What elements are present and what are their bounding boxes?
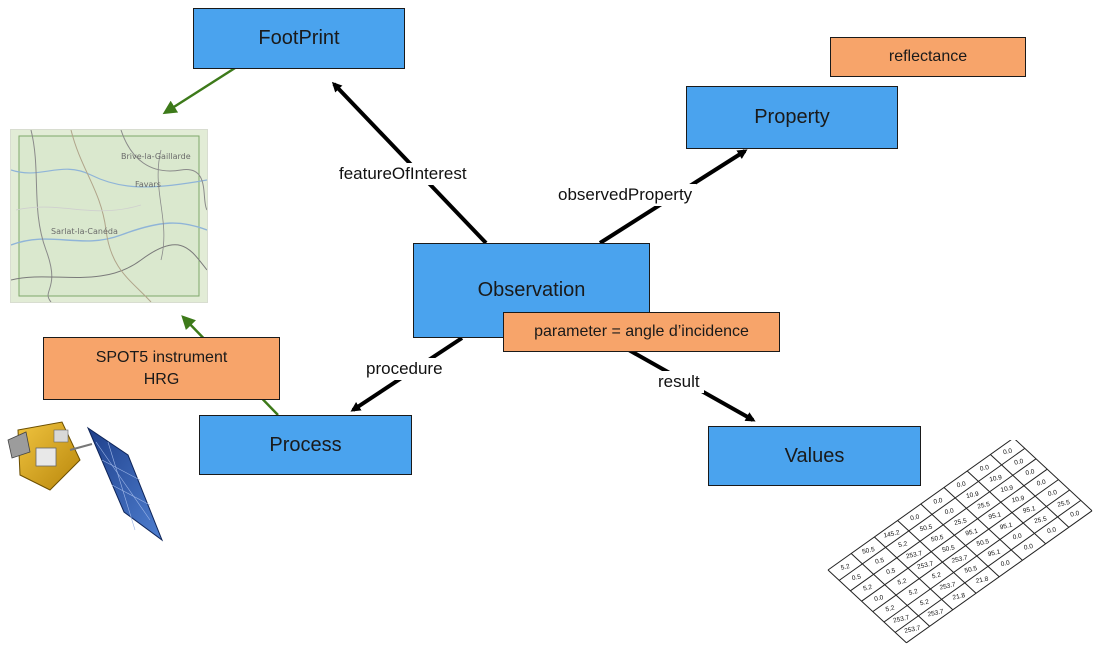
grid-line (827, 440, 1012, 571)
grid-cell-value: 0.5 (886, 567, 897, 576)
grid-cell-value: 25.5 (1034, 516, 1048, 526)
grid-cell-value: 253.7 (951, 554, 969, 564)
footprint-map-arrow (162, 66, 236, 115)
grid-line (897, 520, 977, 594)
grid-cell-value: 5.2 (908, 588, 919, 597)
grid-cell-value: 5.2 (931, 572, 942, 581)
grid-cell-value: 0.0 (933, 497, 944, 506)
grid-cell-value: 0.0 (944, 507, 955, 516)
grid-cell-value: 50.5 (964, 565, 978, 575)
grid-cell-value: 95.1 (1022, 505, 1036, 515)
grid-cell-value: 5.2 (897, 578, 908, 587)
grid-cell-value: 253.7 (893, 614, 911, 624)
grid-cell-value: 253.7 (905, 550, 923, 560)
grid-cell-value: 95.1 (987, 549, 1001, 559)
grid-cell-value: 21.8 (952, 592, 966, 602)
grid-line (1015, 440, 1093, 512)
grid-cell-value: 10.9 (989, 474, 1003, 484)
grid-cell-value: 0.5 (875, 557, 886, 566)
instrument-node: SPOT5 instrument HRG (43, 337, 280, 400)
result-label: result (654, 371, 704, 393)
grid-line (966, 470, 1046, 545)
observed-property-label: observedProperty (554, 184, 697, 206)
grid-cell-value: 0.0 (1036, 479, 1047, 488)
grid-cell-value: 0.5 (851, 573, 862, 582)
grid-line (990, 454, 1070, 528)
grid-cell-value: 50.5 (976, 538, 990, 548)
grid-cell-value: 5.2 (898, 540, 909, 549)
grid-cell-value: 95.1 (965, 528, 979, 538)
grid-cell-value: 253.7 (927, 608, 945, 618)
grid-cell-value: 10.9 (1000, 484, 1014, 494)
grid-line (906, 510, 1093, 644)
grid-cell-value: 50.5 (919, 523, 933, 533)
grid-cell-value: 0.0 (1014, 458, 1025, 467)
parameter-node: parameter = angle d’incidence (503, 312, 780, 352)
grid-cell-value: 10.9 (1011, 495, 1025, 505)
satellite-icon (7, 421, 164, 542)
procedure-label: procedure (362, 358, 447, 380)
grid-cell-value: 0.0 (1047, 489, 1058, 498)
grid-cell-value: 21.8 (975, 575, 989, 585)
grid-cell-value: 253.7 (904, 625, 922, 635)
grid-cell-value: 25.5 (1057, 499, 1071, 509)
grid-cell-value: 50.5 (862, 546, 876, 556)
grid-cell-value: 0.0 (1070, 510, 1081, 519)
grid-cell-value: 0.0 (1047, 526, 1058, 535)
grid-cell-value: 0.0 (1012, 532, 1023, 541)
grid-cell-value: 0.0 (1023, 543, 1034, 552)
map-thumbnail: Brive-la-Gaillarde Favars Sarlat-la-Cané… (11, 130, 207, 302)
grid-line (850, 553, 930, 627)
grid-cell-value: 0.0 (956, 480, 967, 489)
grid-cell-value: 5.2 (885, 605, 896, 614)
grid-cell-value: 25.5 (954, 517, 968, 527)
grid-cell-value: 0.0 (1003, 447, 1014, 456)
reflectance-node: reflectance (830, 37, 1026, 77)
property-node: Property (686, 86, 898, 149)
map-place-label: Sarlat-la-Canéda (51, 227, 118, 236)
grid-line (874, 536, 954, 611)
map-place-label: Brive-la-Gaillarde (121, 152, 191, 161)
feature-of-interest-label: featureOfInterest (335, 163, 471, 185)
grid-cell-value: 0.0 (979, 464, 990, 473)
grid-cell-value: 5.2 (863, 584, 874, 593)
grid-cell-value: 25.5 (977, 501, 991, 511)
grid-cell-value: 253.7 (939, 581, 957, 591)
grid-line (827, 569, 907, 644)
grid-line (943, 487, 1023, 561)
grid-cell-value: 95.1 (988, 511, 1002, 521)
grid-cell-value: 0.0 (910, 513, 921, 522)
data-grid-icon: 5.250.5145.20.00.00.00.00.00.50.55.250.5… (827, 440, 1093, 644)
grid-cell-value: 50.5 (930, 534, 944, 544)
grid-cell-value: 5.2 (919, 598, 930, 607)
grid-cell-value: 0.0 (1000, 559, 1011, 568)
grid-cell-value: 5.2 (840, 563, 851, 572)
map-place-label: Favars (135, 180, 161, 189)
grid-cell-value: 50.5 (942, 544, 956, 554)
values-node: Values (708, 426, 921, 486)
grid-cell-value: 95.1 (999, 522, 1013, 532)
grid-cell-value: 145.2 (883, 529, 901, 539)
grid-cell-value: 253.7 (917, 560, 935, 570)
footprint-node: FootPrint (193, 8, 405, 69)
grid-cell-value: 10.9 (966, 490, 980, 500)
grid-cell-value: 0.0 (874, 594, 885, 603)
process-node: Process (199, 415, 412, 475)
grid-cell-value: 0.0 (1025, 468, 1036, 477)
grid-line (920, 503, 1000, 578)
